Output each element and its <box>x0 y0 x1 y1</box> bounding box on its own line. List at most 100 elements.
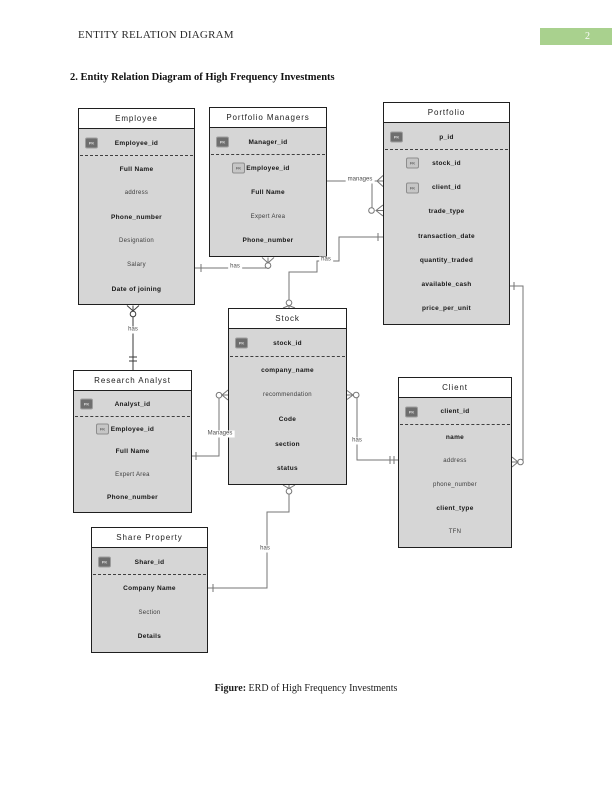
key-divider <box>75 415 190 418</box>
figure-caption-text: ERD of High Frequency Investments <box>246 683 398 694</box>
field-designation: Designation <box>79 229 194 253</box>
fk-key-icon: FK <box>232 162 245 174</box>
field-label: section <box>275 440 300 448</box>
field-label: stock_id <box>432 159 461 167</box>
pk-key-icon: PK <box>80 398 93 410</box>
field-label: address <box>124 190 149 196</box>
field-salary: Salary <box>79 253 194 277</box>
pk-key-icon: PK <box>85 137 98 149</box>
field-trade-type: trade_type <box>384 200 509 224</box>
field-phone-number: Phone_number <box>79 205 194 229</box>
pk-key-icon: PK <box>405 406 418 418</box>
field-label: Date of joining <box>111 285 162 293</box>
entity-title: Client <box>399 378 511 398</box>
section-heading: 2. Entity Relation Diagram of High Frequ… <box>70 72 335 83</box>
field-label: Code <box>278 415 297 423</box>
relationship-label-portfolio-managers-portfolio: manages <box>345 176 375 184</box>
pk-key-icon: PK <box>235 337 248 349</box>
entity-title: Portfolio Managers <box>210 108 326 128</box>
relationship-label-employee-research-analyst: has <box>126 326 140 334</box>
field-expert-area: Expert Area <box>210 205 326 229</box>
field-full-name: Full Name <box>210 180 326 204</box>
connector-stock-client <box>346 390 398 464</box>
key-divider <box>400 423 510 426</box>
field-label: name <box>445 434 465 441</box>
field-client-id: PK client_id <box>399 400 511 424</box>
field-expert-area: Expert Area <box>74 463 191 486</box>
field-tfn: TFN <box>399 520 511 544</box>
field-label: Share_id <box>134 558 165 566</box>
field-label: Expert Area <box>115 471 150 478</box>
field-label: quantity_traded <box>419 256 474 264</box>
field-label: Phone_number <box>242 237 294 245</box>
field-full-name: Full Name <box>74 441 191 464</box>
field-label: Phone_number <box>107 494 158 502</box>
field-label: client_id <box>440 408 470 416</box>
relationship-label-research-analyst-stock: Manages <box>205 430 235 438</box>
pk-key-icon: PK <box>390 131 403 143</box>
field-label: status <box>277 465 298 473</box>
field-label: Full Name <box>251 189 285 196</box>
field-label: company_name <box>261 366 314 374</box>
field-phone-number: phone_number <box>399 473 511 497</box>
entity-title: Share Property <box>92 528 207 548</box>
entity-title: Research Analyst <box>74 371 191 391</box>
connector-research-analyst-stock <box>192 389 229 460</box>
field-phone-number: Phone_number <box>210 229 326 253</box>
field-details: Details <box>92 625 207 649</box>
field-label: price_per_unit <box>422 305 471 313</box>
field-label: Salary <box>127 262 146 268</box>
relationship-label-stock-share-property: has <box>258 545 272 553</box>
fk-key-icon: FK <box>406 157 419 169</box>
field-quantity-traded: quantity_traded <box>384 248 509 272</box>
fk-key-icon: FK <box>96 423 109 435</box>
pk-key-icon: PK <box>98 556 111 568</box>
field-name: name <box>399 426 511 450</box>
field-section: section <box>229 432 346 457</box>
field-label: transaction_date <box>418 232 475 240</box>
field-full-name: Full Name <box>79 157 194 181</box>
figure-caption: Figure: ERD of High Frequency Investment… <box>0 683 612 694</box>
entity-title: Stock <box>229 309 346 329</box>
key-divider <box>93 574 206 576</box>
relationship-label-employee-portfolio-managers: has <box>228 263 242 271</box>
document-header-title: ENTITY RELATION DIAGRAM <box>78 29 234 41</box>
field-label: TFN <box>448 529 462 536</box>
field-label: Full Name <box>115 448 150 456</box>
field-share-id: PK Share_id <box>92 550 207 574</box>
relationship-label-portfolio-stock: has <box>319 256 333 264</box>
field-client-type: client_type <box>399 497 511 521</box>
key-divider <box>80 155 193 157</box>
connector-stock-share-property <box>208 484 296 592</box>
entity-title: Employee <box>79 109 194 129</box>
field-label: Employee_id <box>110 425 155 433</box>
field-address: address <box>399 449 511 473</box>
figure-caption-prefix: Figure: <box>214 683 247 694</box>
fk-key-icon: FK <box>406 182 419 194</box>
field-label: address <box>443 458 467 465</box>
field-company-name: Company Name <box>92 576 207 600</box>
field-label: Expert Area <box>250 213 286 220</box>
field-section: Section <box>92 601 207 625</box>
field-status: status <box>229 456 346 481</box>
key-divider <box>385 149 508 151</box>
key-divider <box>211 154 325 156</box>
field-label: client_type <box>436 505 474 513</box>
